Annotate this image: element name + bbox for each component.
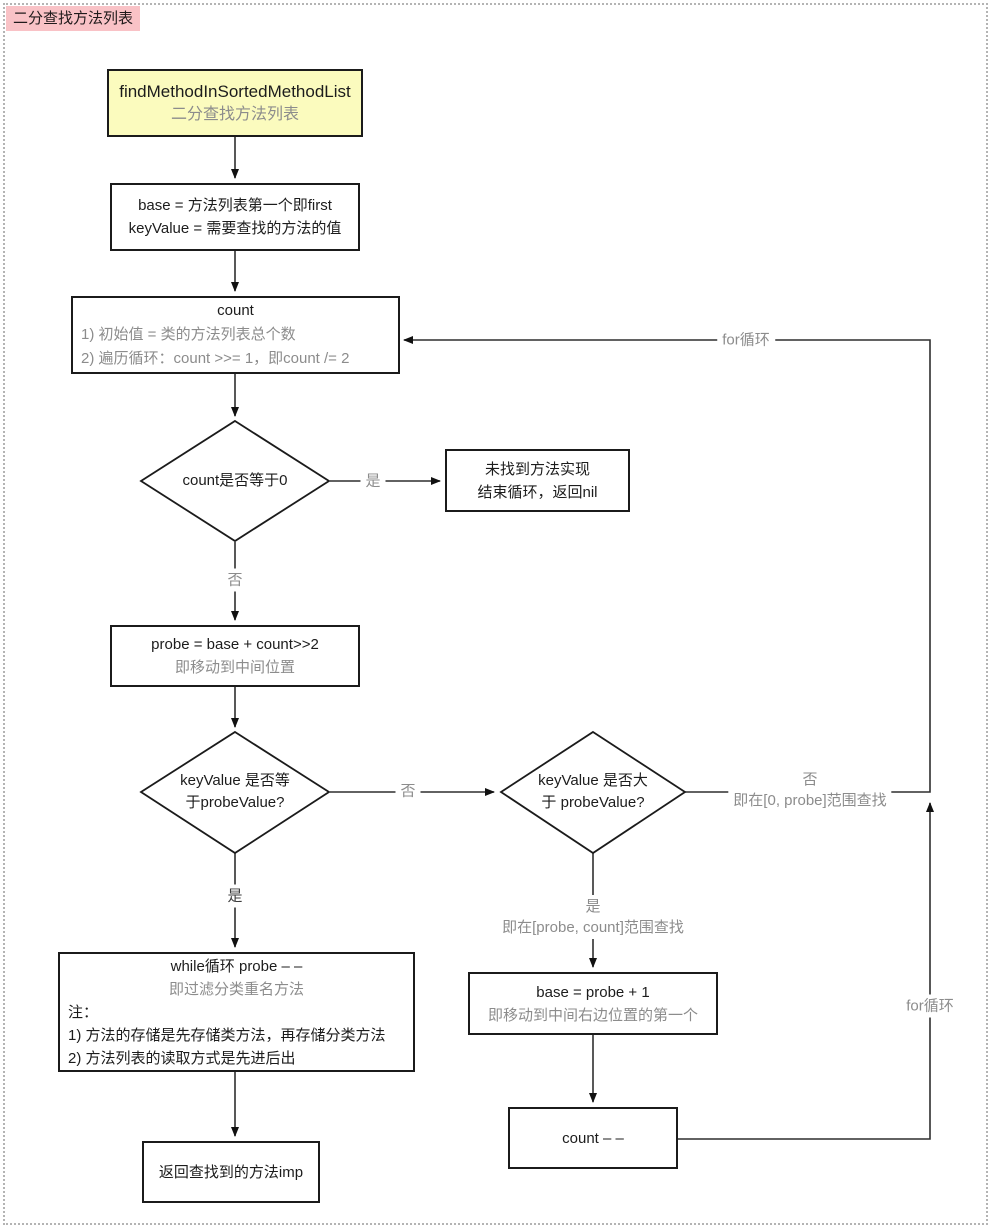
edge-label-no-greater: 否 即在[0, probe]范围查找 [728,768,892,812]
edge-label-no-greater-line1: 否 [802,771,818,788]
decision-greater-shape [499,730,687,855]
not-found-line1: 未找到方法实现 [484,460,590,478]
node-while-filter: while循环 probe – – 即过滤分类重名方法 注： 1) 方法的存储是… [58,952,415,1072]
while-note-title: 注： [68,1003,99,1021]
node-return-imp: 返回查找到的方法imp [142,1141,320,1203]
while-note2: 2) 方法列表的读取方式是先进后出 [68,1049,296,1067]
node-count: count 1) 初始值 = 类的方法列表总个数 2) 遍历循环：count >… [71,296,400,374]
edge-label-yes-zero: 是 [360,469,386,493]
node-not-found: 未找到方法实现 结束循环，返回nil [445,449,630,512]
node-count-dec: count – – [508,1107,678,1169]
init-line2: keyValue = 需要查找的方法的值 [128,220,342,237]
count-note1: 1) 初始值 = 类的方法列表总个数 [81,326,296,343]
edge-greater-no-forloop-to-count [403,336,931,793]
edge-label-yes-greater-line1: 是 [585,898,601,915]
probe-line1: probe = base + count>>2 [151,636,319,653]
edge-label-no-zero: 否 [222,568,248,592]
node-probe: probe = base + count>>2 即移动到中间位置 [110,625,360,687]
while-line1: while循环 probe – – [170,957,303,975]
while-line2: 即过滤分类重名方法 [168,980,304,998]
edge-label-yes-greater: 是 即在[probe, count]范围查找 [497,895,689,939]
edge-label-yes-greater-line2: 即在[probe, count]范围查找 [502,919,684,936]
node-base-probe: base = probe + 1 即移动到中间右边位置的第一个 [468,972,718,1035]
page-title-tag: 二分查找方法列表 [6,6,141,31]
node-start: findMethodInSortedMethodList 二分查找方法列表 [107,69,363,137]
decision-count-zero-shape [139,419,331,543]
base-probe-line2: 即移动到中间右边位置的第一个 [487,1006,698,1024]
base-probe-line1: base = probe + 1 [536,983,650,1001]
start-title: findMethodInSortedMethodList [119,82,351,101]
start-subtitle: 二分查找方法列表 [170,106,299,123]
node-init: base = 方法列表第一个即first keyValue = 需要查找的方法的… [110,183,360,251]
edge-label-no-equal: 否 [395,779,421,803]
probe-line2: 即移动到中间位置 [174,659,295,676]
count-dec-line1: count – – [562,1129,624,1147]
edge-countdec-forloop-up [667,802,934,1140]
edge-label-for-loop-right: for循环 [901,994,959,1018]
edge-label-no-greater-line2: 即在[0, probe]范围查找 [733,792,887,809]
init-line1: base = 方法列表第一个即first [138,197,332,214]
return-imp-line1: 返回查找到的方法imp [158,1163,304,1181]
while-note1: 1) 方法的存储是先存储类方法，再存储分类方法 [68,1026,386,1044]
decision-equal-shape [139,730,331,855]
edge-label-for-loop-top: for循环 [717,328,775,352]
edge-label-yes-equal: 是 [222,884,248,908]
not-found-line2: 结束循环，返回nil [477,483,598,501]
count-note2: 2) 遍历循环：count >>= 1，即count /= 2 [81,350,350,367]
count-title: count [217,302,254,319]
